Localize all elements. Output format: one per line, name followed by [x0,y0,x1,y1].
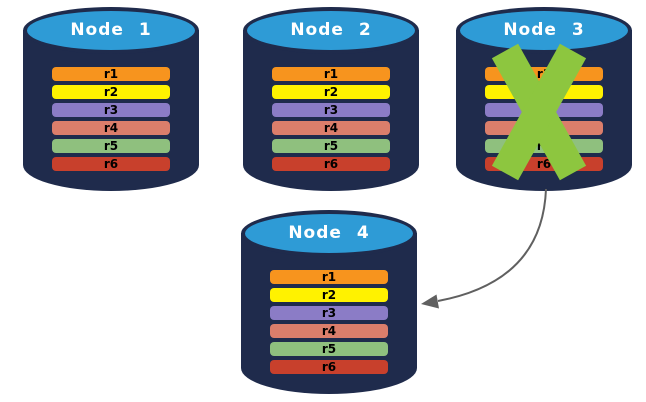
row-label: r6 [321,360,337,374]
node-2-cylinder: Node 2 r1 r2 r3 r4 r5 r6 [243,7,419,191]
failure-x-stroke [491,43,587,181]
row-bar-r2: r2 [270,288,388,302]
node-1-cylinder: Node 1 r1 r2 r3 r4 r5 r6 [23,7,199,191]
row-label: r2 [103,85,119,99]
node-2-label: Node 2 [290,19,372,40]
row-label: r6 [323,157,339,171]
row-bar-r2: r2 [52,85,170,99]
row-bar-r6: r6 [52,157,170,171]
row-bar-r1: r1 [272,67,390,81]
row-bar-r4: r4 [272,121,390,135]
node-4-label: Node 4 [288,222,370,243]
node-3-cylinder: Node 3 r1 r2 r3 r4 r5 r6 [456,7,632,191]
node-4-cylinder: Node 4 r1 r2 r3 r4 r5 r6 [241,210,417,394]
failover-arrow-line [437,188,547,302]
row-label: r3 [321,306,337,320]
row-bar-r5: r5 [270,342,388,356]
failover-arrowhead-icon [421,294,439,309]
row-label: r4 [103,121,119,135]
row-bar-r3: r3 [52,103,170,117]
row-bar-r3: r3 [272,103,390,117]
node-4-rows: r1 r2 r3 r4 r5 r6 [270,270,388,374]
row-label: r5 [321,342,337,356]
row-label: r1 [321,270,337,284]
row-label: r2 [323,85,339,99]
row-label: r6 [103,157,119,171]
node-1-rows: r1 r2 r3 r4 r5 r6 [52,67,170,171]
node-1-label: Node 1 [70,19,152,40]
row-label: r3 [323,103,339,117]
row-label: r5 [103,139,119,153]
row-bar-r5: r5 [272,139,390,153]
row-bar-r6: r6 [270,360,388,374]
row-label: r4 [323,121,339,135]
row-bar-r6: r6 [272,157,390,171]
row-bar-r3: r3 [270,306,388,320]
row-label: r4 [321,324,337,338]
row-label: r5 [323,139,339,153]
node-4-cylinder-top: Node 4 [241,210,417,257]
row-bar-r1: r1 [270,270,388,284]
row-label: r6 [536,157,552,171]
node-2-rows: r1 r2 r3 r4 r5 r6 [272,67,390,171]
row-label: r2 [321,288,337,302]
row-bar-r1: r1 [52,67,170,81]
row-label: r3 [103,103,119,117]
row-label: r1 [323,67,339,81]
row-bar-r4: r4 [270,324,388,338]
node-3-cylinder-top: Node 3 [456,7,632,54]
node-1-cylinder-top: Node 1 [23,7,199,54]
node-2-cylinder-top: Node 2 [243,7,419,54]
failure-x-icon [491,43,587,181]
row-bar-r5: r5 [52,139,170,153]
row-bar-r2: r2 [272,85,390,99]
node-3-label: Node 3 [503,19,585,40]
row-label: r1 [103,67,119,81]
row-bar-r4: r4 [52,121,170,135]
